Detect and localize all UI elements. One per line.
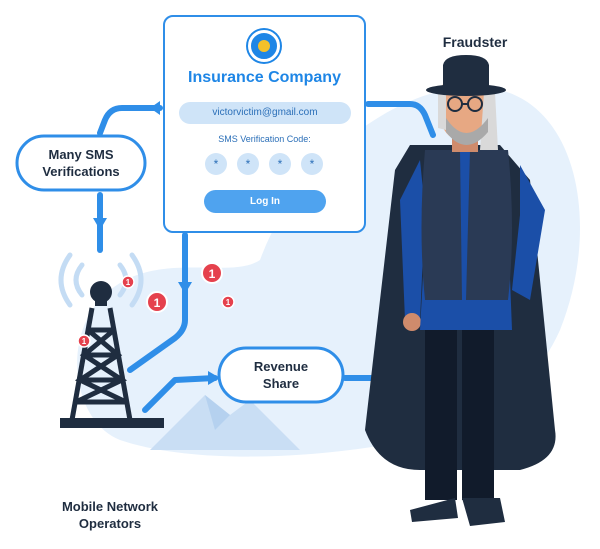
operators-label: Mobile Network Operators bbox=[40, 498, 180, 532]
login-button[interactable]: Log In bbox=[204, 190, 326, 213]
many-sms-pill bbox=[15, 134, 147, 192]
revenue-share-label: Revenue Share bbox=[219, 358, 343, 392]
many-sms-line1: Many SMS bbox=[48, 147, 114, 162]
sms-code-label: SMS Verification Code: bbox=[218, 134, 311, 144]
cell-tower-icon bbox=[58, 252, 164, 428]
email-field[interactable] bbox=[179, 102, 351, 124]
fraudster-figure bbox=[365, 55, 556, 526]
mountain-icon bbox=[150, 395, 300, 450]
operators-line1: Mobile Network bbox=[61, 499, 159, 514]
many-sms-label: Many SMS Verifications bbox=[17, 146, 145, 180]
badge-count: 1 bbox=[209, 267, 216, 281]
badge-count: 1 bbox=[126, 278, 131, 287]
badge-count: 1 bbox=[82, 337, 87, 346]
notification-badge-icon: 1 1 1 1 1 bbox=[77, 262, 235, 348]
code-digit-field[interactable]: * bbox=[237, 153, 259, 175]
code-digit-field[interactable]: * bbox=[301, 153, 323, 175]
badge-count: 1 bbox=[226, 298, 231, 307]
operators-line2: Operators bbox=[78, 516, 142, 531]
many-sms-line2: Verifications bbox=[42, 164, 120, 179]
fraudster-label: Fraudster bbox=[442, 34, 508, 50]
badge-count: 1 bbox=[154, 296, 161, 310]
revenue-line2: Share bbox=[262, 376, 300, 391]
revenue-share-pill bbox=[217, 346, 345, 404]
login-card: Insurance Company SMS Verification Code:… bbox=[163, 15, 366, 233]
revenue-line1: Revenue bbox=[253, 359, 309, 374]
card-title: Insurance Company bbox=[188, 69, 341, 86]
insurance-logo-icon bbox=[248, 30, 280, 62]
code-digit-field[interactable]: * bbox=[205, 153, 227, 175]
code-digit-field[interactable]: * bbox=[269, 153, 291, 175]
flow-arrows bbox=[97, 101, 436, 413]
